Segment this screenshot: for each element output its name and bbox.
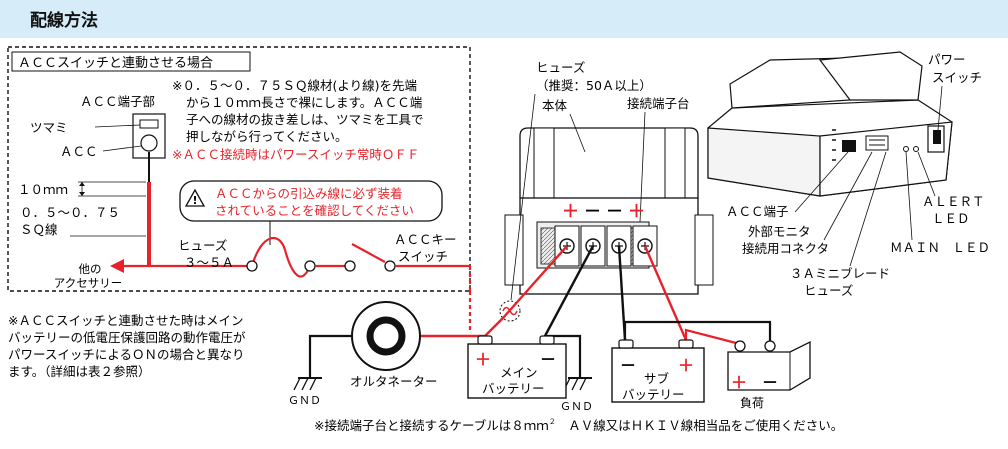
- acc-box-title: ＡＣＣスイッチと連動させる場合: [18, 56, 213, 71]
- ext-monitor-line-1: 外部モニタ: [748, 224, 811, 239]
- power-switch-line-2: スイッチ: [932, 70, 982, 85]
- section-title: 配線方法: [30, 11, 98, 31]
- sub-battery-line-1: サブ: [644, 371, 670, 386]
- load-plus: ＋: [731, 373, 747, 392]
- acc-terminal-callout: ＡＣＣ端子: [726, 204, 789, 219]
- main-battery-plus: ＋: [475, 350, 491, 369]
- wire-size-line-2: ＳＱ線: [20, 222, 58, 237]
- knob-label: ツマミ: [30, 120, 68, 135]
- sub-battery-line-2: バッテリー: [622, 387, 685, 402]
- term-plus-1: ＋: [562, 202, 579, 222]
- alternator-label: オルタネーター: [350, 374, 438, 389]
- length-label: １０ｍｍ: [18, 182, 68, 197]
- length-dimension: [78, 181, 146, 197]
- acc-fuse-line-1: ヒューズ: [178, 238, 227, 253]
- term-plus-2: ＋: [628, 202, 645, 222]
- gnd-label-right: ＧＮＤ: [560, 400, 593, 413]
- warning-line-1: ＡＣＣからの引込み線に必ず装着: [215, 186, 403, 201]
- gnd-icon-left: [293, 377, 322, 391]
- accessory-arrow: [110, 259, 124, 273]
- term-minus-2: －: [606, 202, 623, 222]
- load-minus: －: [762, 373, 778, 392]
- main-battery-minus: －: [540, 350, 556, 369]
- acc-label: ＡＣＣ: [60, 144, 98, 159]
- sub-battery-plus: ＋: [678, 356, 694, 375]
- acc-key-line-1: ＡＣＣキー: [394, 232, 457, 247]
- sub-battery: [611, 339, 705, 403]
- term-minus-1: －: [584, 202, 601, 222]
- acc-note-line-3: 子への線材の抜き差しは、ツマミを工具で: [186, 112, 424, 127]
- wire-size-line-1: ０．５～０．７５: [20, 205, 120, 220]
- terminal-block-label: 接続端子台: [627, 96, 690, 111]
- main-battery: [467, 335, 567, 399]
- alternator-icon: [351, 301, 421, 371]
- main-led-callout: ＭＡＩＮ ＬＥＤ: [890, 240, 990, 255]
- mini-fuse-line-2: ヒューズ: [804, 283, 853, 298]
- acc-note-red: ※ＡＣＣ接続時はパワースイッチ常時ＯＦＦ: [172, 147, 419, 162]
- main-fuse-label: ヒューズ: [536, 60, 585, 75]
- alert-led-line-1: ＡＬＥＲＴ: [922, 194, 985, 209]
- mini-fuse-line-1: ３Ａミニブレード: [790, 266, 890, 281]
- gnd-icon-right: [563, 377, 592, 391]
- warning-icon-mark: !: [192, 194, 197, 207]
- gnd-label-left: ＧＮＤ: [288, 394, 321, 407]
- sub-battery-minus: －: [620, 356, 636, 375]
- accessory-line-1: 他の: [79, 262, 102, 276]
- left-note-line-3: パワースイッチによるＯＮの場合と異なり: [8, 347, 245, 362]
- main-fuse-note: （推奨：50Ａ以上）: [536, 78, 652, 93]
- acc-circuit: [120, 236, 472, 330]
- section-header: 配線方法: [0, 0, 1008, 38]
- main-battery-line-2: バッテリー: [482, 381, 545, 396]
- left-note-line-2: バッテリーの低電圧保護回路の動作電圧が: [8, 330, 246, 345]
- warning-line-2: されていることを確認してください: [215, 203, 414, 218]
- left-note-line-4: ます。（詳細は表２参照）: [8, 364, 151, 379]
- device-illustration: [707, 51, 953, 197]
- acc-terminal-part-label: ＡＣＣ端子部: [80, 94, 155, 109]
- acc-note-line-2: から１０ｍｍ長さで裸にします。ＡＣＣ端: [186, 95, 422, 110]
- acc-connection-box: [7, 46, 471, 292]
- warning-icon: [184, 188, 206, 207]
- acc-note-line-1: ※０．５～０．７５ＳＱ線材(より線)を先端: [172, 78, 417, 93]
- ext-monitor-line-2: 接続用コネクタ: [742, 241, 829, 256]
- left-note-line-1: ※ＡＣＣスイッチと連動させた時はメイン: [8, 313, 243, 328]
- load-label: 負荷: [740, 396, 764, 410]
- warning-callout: ! ＡＣＣからの引込み線に必ず装着 されていることを確認してください: [179, 180, 443, 245]
- main-wiring: [308, 245, 772, 378]
- alert-led-line-2: ＬＥＤ: [932, 211, 970, 226]
- accessory-line-2: アクセサリー: [54, 276, 122, 290]
- acc-key-line-2: スイッチ: [398, 249, 448, 264]
- acc-note-line-4: 押しながら行ってください。: [186, 129, 348, 144]
- body-label: 本体: [542, 98, 568, 113]
- acc-terminal-icon: [94, 113, 166, 159]
- load-device: [727, 340, 811, 391]
- acc-fuse-line-2: ３～５Ａ: [184, 255, 234, 270]
- power-switch-line-1: パワー: [928, 52, 966, 67]
- main-battery-line-1: メイン: [500, 365, 538, 380]
- acc-box-title-frame: [11, 51, 251, 72]
- footer-note: ※接続端子台と接続するケーブルは８ｍｍ２ ＡＶ線又はＨＫＩＶ線相当品をご使用くだ…: [314, 418, 843, 433]
